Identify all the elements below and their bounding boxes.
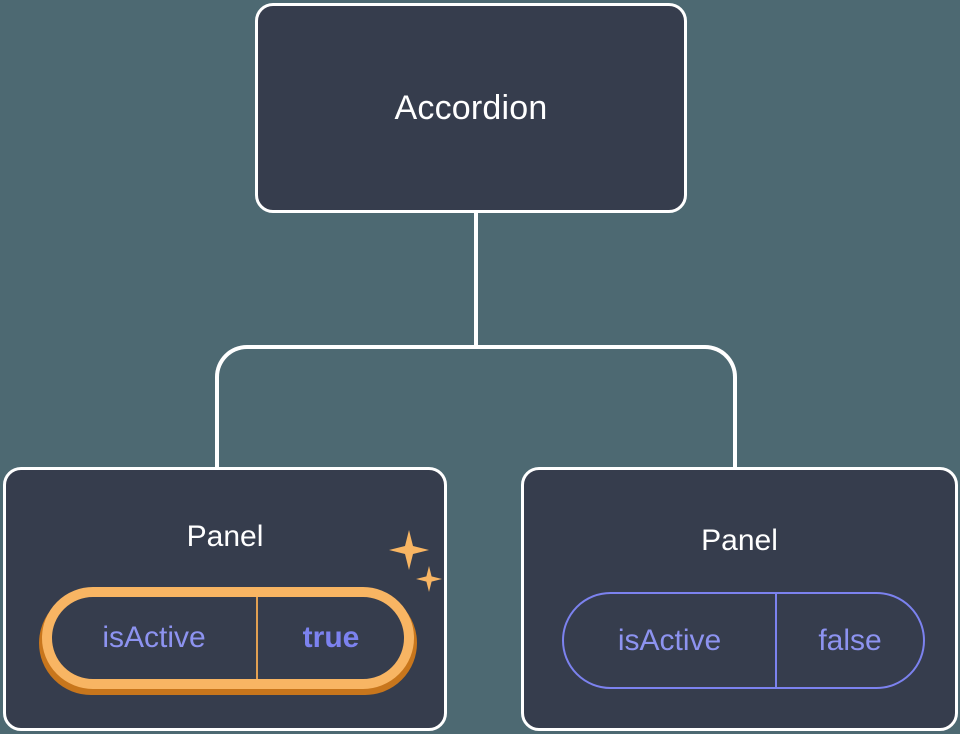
prop-key-isactive-inactive: isActive [564, 594, 777, 687]
connector-branch-children [215, 345, 737, 469]
tree-node-accordion[interactable]: Accordion [255, 3, 687, 213]
prop-pill-inactive[interactable]: isActive false [562, 592, 925, 689]
tree-node-panel-active[interactable]: Panel isActive true [3, 467, 447, 731]
tree-node-panel-inactive-label: Panel [701, 524, 778, 557]
tree-node-panel-active-label: Panel [186, 520, 264, 553]
prop-pill-active-body: isActive true [42, 587, 414, 689]
prop-value-isactive-inactive: false [818, 623, 882, 657]
tree-node-accordion-label: Accordion [394, 89, 548, 127]
tree-node-panel-inactive[interactable]: Panel isActive false [521, 467, 958, 731]
prop-key-isactive-active: isActive [52, 597, 258, 679]
prop-value-isactive-active: true [302, 621, 360, 654]
prop-pill-active[interactable]: isActive true [39, 587, 417, 695]
connector-stem-root [474, 213, 478, 349]
